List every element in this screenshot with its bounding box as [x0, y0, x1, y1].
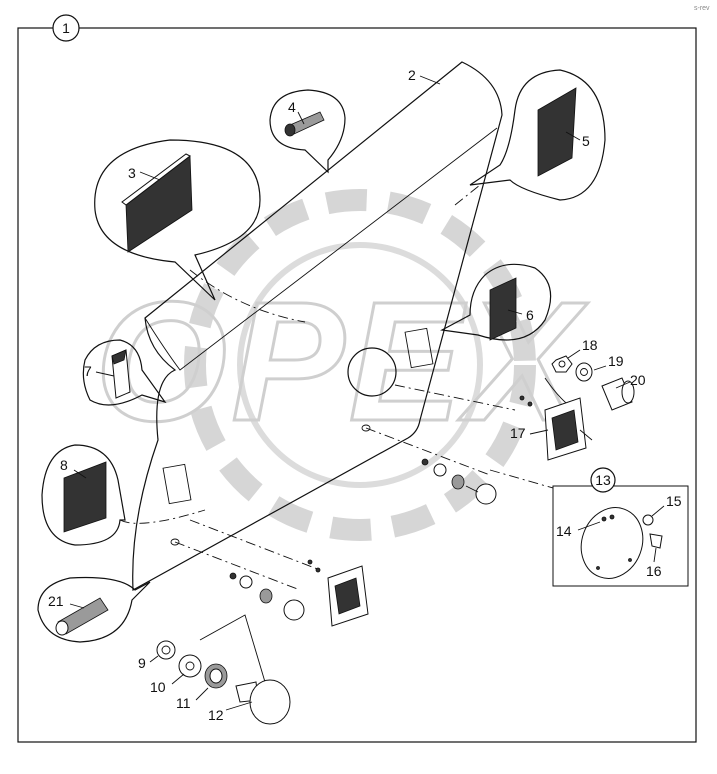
part-18-nut: [551, 355, 573, 373]
callout-13-circle: [590, 467, 616, 493]
part-5-pad: [537, 87, 577, 177]
assembly-line-upper-latch: [394, 384, 516, 411]
assembly-line-5: [454, 184, 481, 206]
hole-upper: [361, 424, 371, 432]
assembly-line-lower-handle: [174, 541, 301, 591]
callout-7: 7: [84, 363, 92, 379]
assembly-line-3: [189, 269, 306, 323]
knob-detail: [156, 640, 291, 725]
callout-4: 4: [288, 99, 296, 115]
detail-bubble-21: [37, 576, 151, 643]
detail-bubble-3: [94, 139, 261, 301]
cutout-lower: [162, 463, 192, 505]
callout-12: 12: [208, 707, 224, 723]
detail-bubble-4: [269, 89, 346, 174]
assembly-line-lower-latch: [189, 519, 321, 571]
detail-bubble-8: [41, 444, 126, 546]
part-12-knob: [249, 679, 291, 725]
part-3-pad: [125, 155, 193, 253]
watermark-gear-icon: [184, 189, 536, 541]
callout-6: 6: [526, 307, 534, 323]
cutout-upper: [404, 327, 434, 369]
part-14-cover: [580, 507, 644, 579]
assembly-line-13: [489, 469, 561, 491]
part-19-washer: [575, 362, 593, 382]
callout-16: 16: [646, 563, 662, 579]
lower-knob: [283, 599, 305, 621]
detail-bubble-6: [440, 263, 552, 341]
upper-latch-set: [519, 355, 635, 461]
assembly-line-8: [119, 509, 206, 524]
corner-code: s-rev: [694, 5, 710, 12]
lower-handle-set: [199, 559, 369, 693]
door-opening: [347, 347, 397, 397]
callout-19: 19: [608, 353, 624, 369]
hole-lower: [170, 538, 180, 546]
callout-9: 9: [138, 655, 146, 671]
detail-bubble-7: [82, 339, 167, 406]
upper-handle-set: [421, 458, 497, 505]
watermark-gear-inner: [237, 242, 483, 488]
callout-10: 10: [150, 679, 166, 695]
callout-11: 11: [176, 695, 191, 711]
callout-15: 15: [666, 493, 682, 509]
callout-17: 17: [510, 425, 526, 441]
part-6-pad: [489, 277, 517, 341]
callout-13: 13: [595, 472, 611, 488]
door-panel: [132, 61, 503, 591]
part-9-washer: [156, 640, 176, 660]
callout-5: 5: [582, 133, 590, 149]
detail-bubble-5: [469, 69, 606, 201]
callout-8: 8: [60, 457, 68, 473]
callout-20: 20: [630, 372, 646, 388]
diagram-frame: [17, 27, 697, 743]
callout-3: 3: [128, 165, 136, 181]
leader-lines: [69, 75, 665, 711]
callout-14: 14: [556, 523, 572, 539]
part-8-pad: [63, 461, 107, 533]
callout-18: 18: [582, 337, 598, 353]
part-15-clip: [642, 514, 654, 526]
callout-1-circle: [52, 14, 80, 42]
callout-21: 21: [48, 593, 64, 609]
assembly-line-upper-handle: [365, 427, 491, 476]
part-16-screw: [649, 533, 663, 549]
upper-knob: [475, 483, 497, 505]
callout-2: 2: [408, 67, 416, 83]
callout-1: 1: [62, 20, 70, 36]
part-10-washer: [178, 654, 202, 678]
